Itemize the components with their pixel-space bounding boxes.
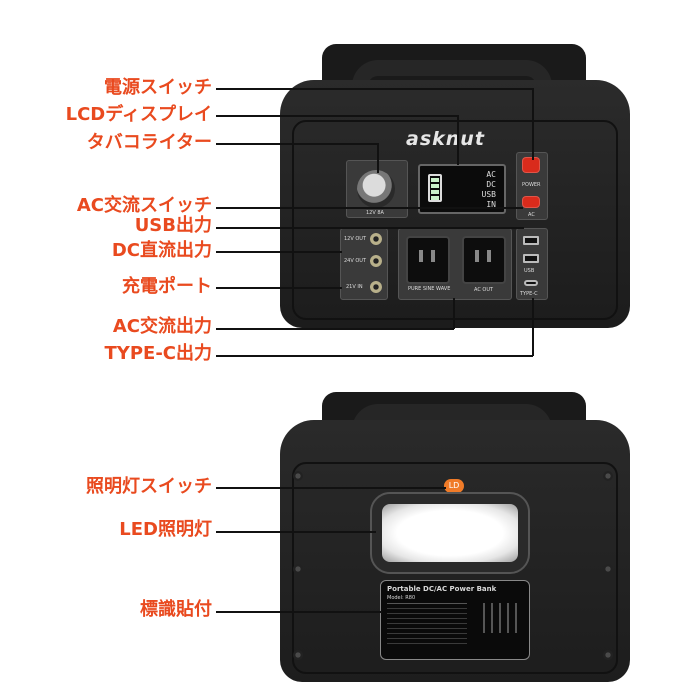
label-led-light: LED照明灯 <box>119 519 212 540</box>
lcd-row-ac: AC <box>486 170 496 179</box>
leader-usb <box>216 227 524 229</box>
ac-label: AC <box>528 212 535 218</box>
power-button[interactable] <box>522 157 540 173</box>
leader-lcd <box>216 115 458 117</box>
sticker-spec-lines <box>387 603 467 644</box>
screw <box>293 471 303 481</box>
type-c-label: TYPE-C <box>520 291 538 297</box>
dc-24v-label: 24V OUT <box>344 258 367 264</box>
usb-port-2[interactable] <box>523 254 539 263</box>
brand-logo: asknut <box>406 128 485 150</box>
label-cigarette-lighter: タバコライター <box>86 132 212 153</box>
pure-sine-label: PURE SINE WAVE <box>408 286 451 292</box>
lcd-display: AC DC USB IN <box>418 164 506 214</box>
label-usb-output: USB出力 <box>134 215 212 236</box>
leader-type-c-v <box>532 298 534 356</box>
power-label: POWER <box>522 182 541 188</box>
leader-lighter-v <box>377 143 379 173</box>
label-ac-switch: AC交流スイッチ <box>76 195 212 216</box>
leader-dc <box>216 251 342 253</box>
dc-24v-port[interactable] <box>370 255 382 267</box>
dc-12v-port[interactable] <box>370 233 382 245</box>
leader-ac-output <box>216 328 454 330</box>
label-charging-port: 充電ポート <box>122 276 212 297</box>
led-light-panel <box>370 492 530 574</box>
usb-label: USB <box>524 268 535 274</box>
spec-label-sticker: Portable DC/AC Power Bank Model: R80 <box>380 580 530 660</box>
leader-light-switch <box>216 487 446 489</box>
sticker-title: Portable DC/AC Power Bank <box>387 585 497 593</box>
leader-type-c <box>216 355 533 357</box>
leader-charging <box>216 287 342 289</box>
leader-power-switch-v <box>532 88 534 160</box>
label-sticker: 標識貼付 <box>140 599 212 620</box>
label-power-switch: 電源スイッチ <box>104 77 212 98</box>
label-ac-output: AC交流出力 <box>112 316 212 337</box>
battery-icon <box>428 174 442 202</box>
leader-sticker <box>216 611 382 613</box>
lcd-row-dc: DC <box>486 180 496 189</box>
ac-switch-button[interactable] <box>522 196 540 208</box>
label-light-switch: 照明灯スイッチ <box>86 476 212 497</box>
screw <box>603 650 613 660</box>
dc-12v-label: 12V OUT <box>344 236 367 242</box>
cigarette-rating: 12V 8A <box>366 210 384 216</box>
label-lcd-display: LCDディスプレイ <box>65 104 212 125</box>
leader-ac-output-v <box>453 298 455 329</box>
leader-led <box>216 531 376 533</box>
light-switch-button[interactable]: LD <box>444 479 464 493</box>
cigarette-lighter-socket[interactable] <box>357 170 395 208</box>
charge-in-label: 21V IN <box>346 284 363 290</box>
leader-ac-switch <box>216 207 523 209</box>
usb-port-1[interactable] <box>523 236 539 245</box>
leader-lighter <box>216 143 378 145</box>
label-dc-output: DC直流出力 <box>111 240 212 261</box>
leader-power-switch <box>216 88 533 90</box>
front-panel-frame <box>292 120 618 320</box>
leader-lcd-v <box>457 115 459 165</box>
ac-socket-2[interactable] <box>462 236 506 284</box>
screw <box>603 564 613 574</box>
charging-port[interactable] <box>370 281 382 293</box>
lcd-row-in: IN <box>486 200 496 209</box>
label-type-c: TYPE-C出力 <box>104 343 212 364</box>
sticker-model: Model: R80 <box>387 595 416 601</box>
lcd-row-usb: USB <box>481 190 496 199</box>
screw <box>603 471 613 481</box>
screw <box>293 564 303 574</box>
certification-marks <box>477 603 521 633</box>
ac-socket-1[interactable] <box>406 236 450 284</box>
type-c-port[interactable] <box>524 280 538 286</box>
ac-out-label: AC OUT <box>474 287 494 293</box>
screw <box>293 650 303 660</box>
